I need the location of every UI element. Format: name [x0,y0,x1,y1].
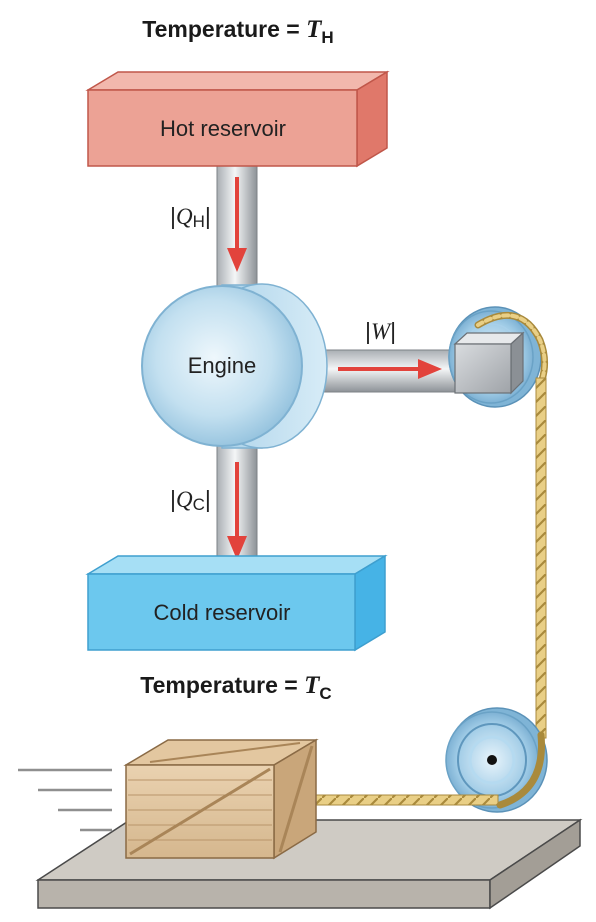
lower-pulley [445,707,548,813]
rope-horizontal [287,794,499,806]
heat-out-arrow [227,462,247,560]
work-label: |W| [365,318,396,344]
hot-reservoir-label: Hot reservoir [160,116,286,141]
rope-lower-wrap [496,731,545,809]
bottom-temperature-label: Temperature = TC [140,672,331,703]
engine-label: Engine [188,353,257,378]
heat-out-label: |QC| [170,486,211,514]
wooden-crate [123,738,319,860]
cold-reservoir [85,554,388,652]
work-arrow [338,359,442,379]
rope-vertical [535,377,547,739]
heat-in-arrow [227,177,247,272]
top-temperature-label: Temperature = TH [142,16,333,47]
motion-lines [18,768,112,832]
hot-reservoir [85,70,390,168]
heat-in-label: |QH| [170,203,211,231]
output-cube [453,331,525,395]
engine [141,283,328,449]
cold-reservoir-label: Cold reservoir [154,600,291,625]
rope-upper-wrap-fill [476,313,547,382]
